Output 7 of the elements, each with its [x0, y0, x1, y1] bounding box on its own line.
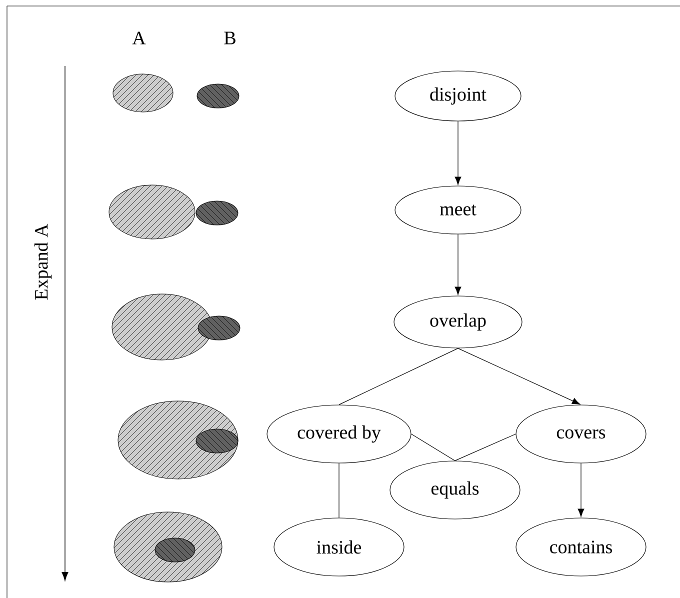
direction-label: Expand A [34, 224, 52, 300]
column-label: A [132, 32, 146, 44]
arrow [458, 348, 580, 404]
arrow [578, 463, 584, 517]
arrow [454, 234, 462, 295]
arrow [454, 121, 462, 185]
column-label: B [224, 32, 236, 44]
